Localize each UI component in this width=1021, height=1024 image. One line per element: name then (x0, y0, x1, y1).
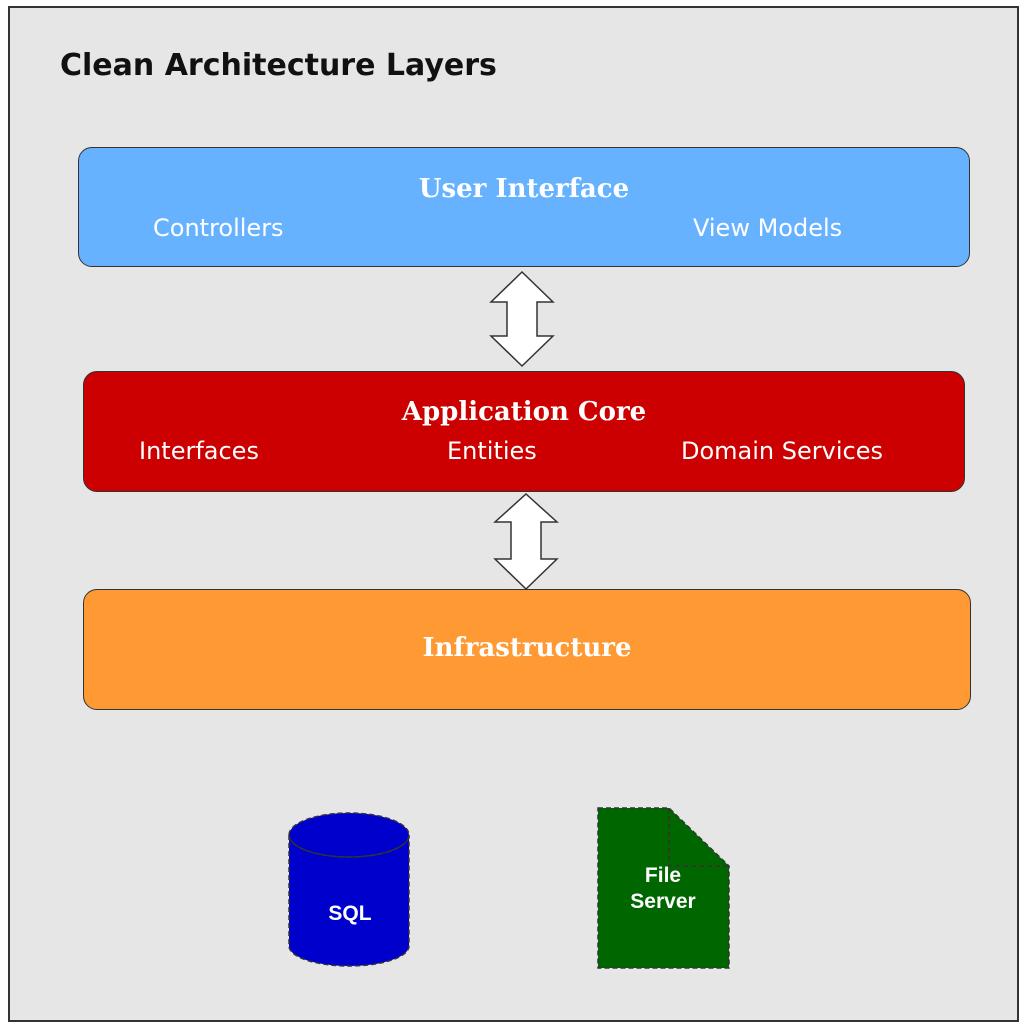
sql-database-cylinder-icon[interactable] (288, 812, 410, 967)
core-infra-double-arrow[interactable] (493, 492, 559, 591)
user-interface-layer[interactable]: User Interface Controllers View Models (78, 147, 970, 267)
interfaces-label: Interfaces (139, 437, 259, 465)
ui-core-double-arrow[interactable] (489, 270, 555, 368)
infrastructure-layer[interactable]: Infrastructure (83, 589, 971, 710)
file-server-label-line2: Server (630, 890, 696, 913)
diagram-title: Clean Architecture Layers (60, 48, 497, 83)
domain-services-label: Domain Services (681, 437, 883, 465)
file-server-document-icon[interactable] (597, 807, 730, 969)
user-interface-layer-title: User Interface (418, 174, 630, 204)
file-server-label-line1: File (644, 864, 682, 887)
application-core-layer[interactable]: Application Core Interfaces Entities Dom… (83, 371, 965, 492)
infrastructure-layer-title: Infrastructure (422, 633, 632, 663)
sql-label: SQL (328, 902, 372, 925)
controllers-label: Controllers (153, 214, 284, 242)
application-core-layer-title: Application Core (401, 397, 647, 427)
view-models-label: View Models (693, 214, 843, 242)
entities-label: Entities (447, 437, 537, 465)
